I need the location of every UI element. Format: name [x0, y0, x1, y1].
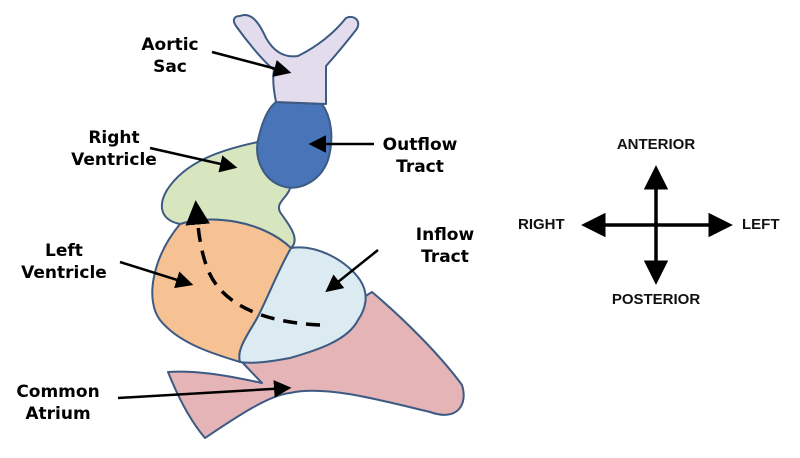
inflow-tract-label: Inflow Tract — [400, 224, 490, 268]
compass-posterior-label: POSTERIOR — [611, 291, 701, 308]
orientation-compass — [581, 165, 733, 285]
compass-right-label: RIGHT — [518, 216, 565, 233]
aortic-sac-pointer — [211, 50, 292, 77]
inflow-tract-label-line1: Inflow — [415, 225, 475, 245]
common-atrium-label: Common Atrium — [8, 381, 108, 425]
outflow-tract-region — [256, 101, 333, 189]
common-atrium-label-line2: Atrium — [25, 404, 91, 424]
left-ventricle-label-line2: Ventricle — [21, 263, 107, 283]
outflow-tract-label: Outflow Tract — [374, 134, 466, 178]
right-ventricle-label-line1: Right — [88, 128, 140, 148]
right-ventricle-label: Right Ventricle — [60, 127, 168, 171]
compass-left-label: LEFT — [742, 216, 780, 233]
inflow-tract-pointer — [325, 249, 379, 293]
outflow-tract-label-line1: Outflow — [382, 135, 458, 155]
aortic-sac-region — [232, 14, 360, 105]
inflow-tract-label-line2: Tract — [421, 247, 469, 267]
left-ventricle-label-line1: Left — [45, 241, 83, 261]
common-atrium-label-line1: Common — [16, 382, 100, 402]
outflow-tract-label-line2: Tract — [396, 157, 444, 177]
common-atrium-pointer — [117, 380, 292, 400]
aortic-sac-label: Aortic Sac — [130, 34, 210, 78]
left-ventricle-label: Left Ventricle — [10, 240, 118, 284]
right-ventricle-label-line2: Ventricle — [71, 150, 157, 170]
right-ventricle-pointer — [149, 146, 238, 173]
compass-anterior-label: ANTERIOR — [616, 136, 696, 153]
left-ventricle-pointer — [119, 260, 194, 289]
aortic-sac-label-line1: Aortic — [141, 35, 199, 55]
aortic-sac-label-line2: Sac — [153, 57, 187, 77]
blood-flow-dashed-arrow — [185, 200, 321, 327]
